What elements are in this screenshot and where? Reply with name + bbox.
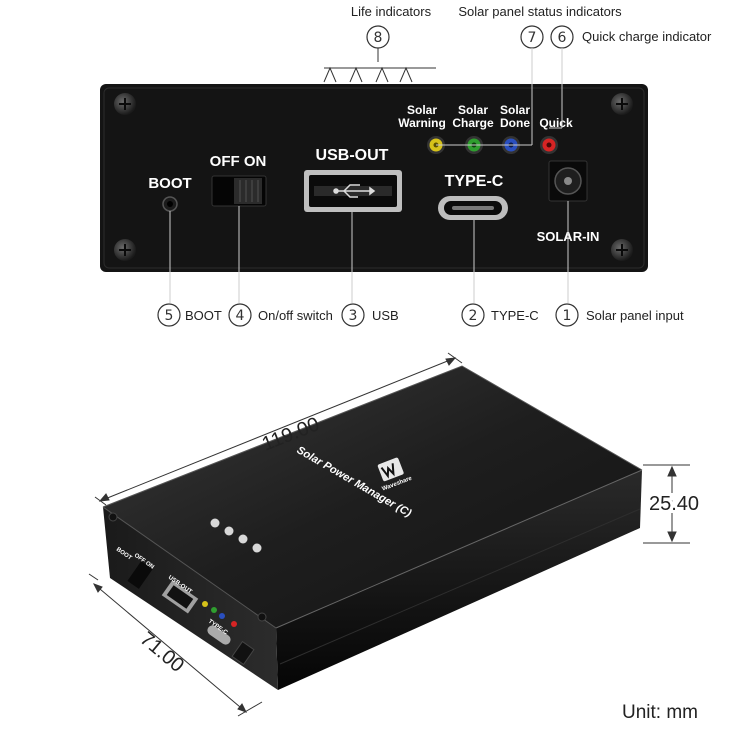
callout-7-number: 7	[528, 30, 537, 46]
front-panel: BOOT OFF ON USB-OUT	[100, 48, 648, 272]
screw-icon	[114, 239, 136, 261]
boot-button	[162, 196, 178, 212]
callout-4-text: On/off switch	[258, 308, 333, 323]
screw-icon	[611, 239, 633, 261]
callout-6: 6	[550, 25, 574, 49]
solar-status-indicators-label: Solar panel status indicators	[458, 4, 622, 19]
callout-5-number: 5	[165, 308, 174, 324]
power-switch	[211, 175, 267, 207]
side-panel-details	[108, 512, 267, 666]
dimension-height	[643, 464, 690, 544]
device-3d: Waveshare Solar Power Manager (C) BOOT	[102, 365, 643, 690]
callout-5-text: BOOT	[185, 308, 222, 323]
callout-3-text: USB	[372, 308, 399, 323]
type-c-label: TYPE-C	[445, 173, 504, 190]
led-quick	[540, 136, 558, 154]
dimension-length	[94, 352, 463, 506]
led-label-solar-charge-1: Solar	[458, 103, 488, 117]
callout-3: 3 USB	[341, 303, 399, 327]
led-label-solar-warning-2: Warning	[398, 116, 446, 130]
callout-1-number: 1	[563, 308, 572, 324]
callout-4: 4 On/off switch	[228, 303, 333, 327]
led-label-group: Solar Warning Solar Charge Solar Done Qu…	[398, 103, 573, 130]
off-on-label: OFF ON	[210, 153, 267, 170]
callout-8-number: 8	[374, 30, 383, 46]
callout-1: 1 Solar panel input	[555, 303, 684, 327]
usb-a-port	[304, 170, 402, 212]
callout-2: 2 TYPE-C	[461, 303, 539, 327]
callout-5: 5 BOOT	[157, 303, 222, 327]
callout-3-number: 3	[349, 308, 358, 324]
screw-icon	[114, 93, 136, 115]
life-led-icon	[210, 518, 262, 553]
life-indicator-leader	[323, 48, 436, 83]
callout-2-number: 2	[469, 308, 478, 324]
screw-icon	[611, 93, 633, 115]
led-label-solar-done-2: Done	[500, 116, 530, 130]
dimension-width-value: 71.00	[136, 628, 188, 677]
callout-1-text: Solar panel input	[586, 308, 684, 323]
callout-4-number: 4	[236, 308, 245, 324]
dc-jack	[548, 160, 588, 202]
dimension-height-value: 25.40	[649, 493, 699, 515]
led-label-solar-warning-1: Solar	[407, 103, 437, 117]
usb-icon	[333, 184, 376, 198]
unit-label: Unit: mm	[622, 702, 698, 723]
dimension-width	[88, 573, 263, 717]
led-leader-lines	[436, 48, 563, 146]
led-label-solar-charge-2: Charge	[452, 116, 494, 130]
callout-8: 8	[366, 25, 390, 49]
callout-6-number: 6	[558, 30, 567, 46]
life-indicators-label: Life indicators	[351, 4, 432, 19]
callout-7: 7	[520, 25, 544, 49]
led-label-quick: Quick	[539, 116, 573, 130]
usb-out-label: USB-OUT	[316, 147, 389, 164]
led-label-solar-done-1: Solar	[500, 103, 530, 117]
boot-label: BOOT	[148, 175, 191, 192]
usb-c-port	[438, 196, 508, 220]
bottom-leader-lines	[169, 201, 569, 303]
quick-charge-indicator-label: Quick charge indicator	[582, 29, 712, 44]
callout-2-text: TYPE-C	[491, 308, 539, 323]
